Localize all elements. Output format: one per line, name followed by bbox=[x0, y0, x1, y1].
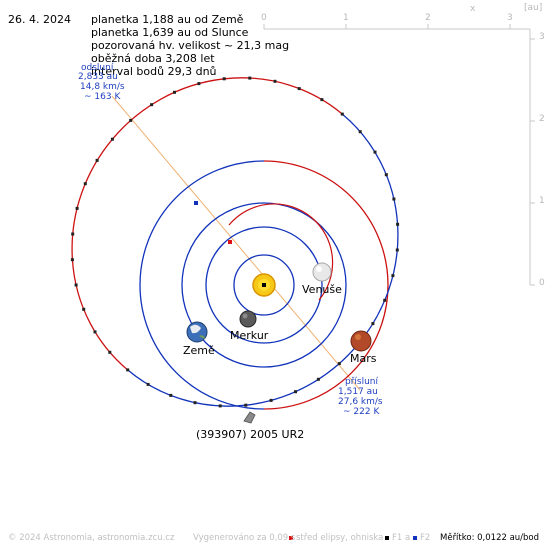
unit-label: [au] bbox=[524, 3, 543, 13]
footer-copyright: © 2024 Astronomia, astronomia.zcu.cz bbox=[8, 533, 175, 543]
orbit-point-markers bbox=[70, 76, 400, 408]
legend-f1-square bbox=[385, 536, 389, 540]
orbit-point bbox=[248, 76, 252, 80]
orbit-point bbox=[371, 322, 375, 326]
orbit-point bbox=[83, 182, 87, 186]
footer-scale: Měřítko: 0,0122 au/bod bbox=[440, 533, 540, 543]
orbit-point bbox=[320, 98, 324, 102]
orbit-point bbox=[358, 130, 362, 134]
earth-orbit bbox=[181, 202, 347, 368]
orbit-point bbox=[269, 398, 273, 402]
mars-orbit-blue bbox=[139, 160, 265, 410]
mercury-label: Merkur bbox=[230, 329, 269, 342]
mercury-orbit bbox=[233, 254, 295, 316]
x-axis-label: x bbox=[470, 4, 476, 14]
focus-f2-marker bbox=[194, 201, 198, 205]
info-magnitude: pozorovaná hv. velikost ~ 21,3 mag bbox=[91, 39, 290, 52]
orbit-point bbox=[71, 232, 75, 236]
perihelion-distance: 1,517 au bbox=[338, 387, 378, 397]
venus-orbit-arc bbox=[228, 203, 334, 301]
y-tick-3: 3 bbox=[539, 32, 545, 42]
info-distance-sun: planetka 1,639 au od Slunce bbox=[91, 26, 249, 39]
x-tick-1: 1 bbox=[343, 13, 349, 23]
date-label: 26. 4. 2024 bbox=[8, 13, 71, 26]
info-interval: interval bodů 29,3 dnů bbox=[91, 65, 217, 78]
venus bbox=[312, 262, 332, 282]
info-period: oběžná doba 3,208 let bbox=[91, 52, 215, 65]
orbit-point bbox=[146, 382, 150, 386]
x-tick-3: 3 bbox=[507, 13, 513, 23]
orbit-point bbox=[129, 118, 133, 122]
footer-generated: Vygenerováno za 0,09 s bbox=[193, 533, 296, 543]
orbit-point bbox=[70, 258, 74, 262]
earth-label: Země bbox=[183, 344, 215, 357]
orbit-point bbox=[395, 248, 399, 252]
legend-f2-square bbox=[413, 536, 417, 540]
aphelion-title: odsluní bbox=[81, 63, 114, 73]
mercury bbox=[239, 310, 257, 328]
orbit-point bbox=[82, 307, 86, 311]
asteroid bbox=[243, 411, 256, 424]
orbit-point bbox=[93, 330, 97, 334]
orbit-point bbox=[384, 173, 388, 177]
orbit-point bbox=[193, 401, 197, 405]
orbit-point bbox=[337, 362, 341, 366]
perihelion-title: přísluní bbox=[345, 377, 379, 387]
orbit-point bbox=[150, 103, 154, 107]
orbit-point bbox=[383, 298, 387, 302]
footer-legend-f2: F2 bbox=[420, 533, 431, 543]
y-tick-1: 1 bbox=[539, 196, 545, 206]
mars bbox=[350, 330, 372, 352]
orbit-point bbox=[222, 77, 226, 81]
ellipse-center-marker bbox=[228, 240, 232, 244]
orbit-point bbox=[126, 368, 130, 372]
mars-label: Mars bbox=[350, 352, 377, 365]
orbit-point bbox=[74, 283, 78, 287]
venus-orbit bbox=[205, 226, 323, 344]
axes bbox=[263, 24, 535, 286]
orbit-point bbox=[173, 90, 176, 94]
orbit-point bbox=[396, 222, 400, 226]
apsidal-line bbox=[111, 95, 361, 391]
orbit-point bbox=[108, 350, 112, 354]
aphelion-temperature: ~ 163 K bbox=[84, 92, 121, 102]
orbit-point bbox=[95, 158, 99, 162]
perihelion-speed: 27,6 km/s bbox=[338, 397, 383, 407]
legend-center-square bbox=[289, 536, 293, 540]
orbit-point bbox=[218, 404, 222, 408]
aphelion-speed: 14,8 km/s bbox=[80, 82, 125, 92]
x-tick-2: 2 bbox=[425, 13, 431, 23]
perihelion-temperature: ~ 222 K bbox=[343, 407, 380, 417]
venus-label: Venuše bbox=[302, 283, 342, 296]
orbit-point bbox=[297, 87, 301, 91]
orbit-point bbox=[373, 150, 377, 154]
mars-orbit-red bbox=[263, 160, 389, 410]
orbit-point bbox=[75, 206, 79, 210]
orbit-point bbox=[392, 197, 396, 201]
y-tick-2: 2 bbox=[539, 114, 545, 124]
orbit-point bbox=[391, 274, 395, 278]
orbit-point bbox=[316, 377, 320, 381]
footer-legend-center: střed elipsy, ohniska bbox=[296, 533, 384, 543]
x-tick-0: 0 bbox=[261, 13, 267, 23]
footer-legend-f1: F1 a bbox=[392, 533, 411, 543]
asteroid-label: (393907) 2005 UR2 bbox=[196, 428, 305, 441]
y-tick-0: 0 bbox=[539, 278, 545, 288]
aphelion-distance: 2,833 au bbox=[78, 72, 118, 82]
info-distance-earth: planetka 1,188 au od Země bbox=[91, 13, 244, 26]
earth bbox=[186, 321, 208, 343]
orbit-point bbox=[273, 79, 277, 83]
orbit-point bbox=[244, 403, 248, 407]
sun bbox=[252, 273, 276, 297]
orbit-point bbox=[197, 82, 201, 86]
orbit-point bbox=[110, 137, 114, 141]
orbit-point bbox=[294, 390, 297, 394]
orbit-point bbox=[340, 112, 344, 116]
orbit-point bbox=[169, 393, 173, 397]
